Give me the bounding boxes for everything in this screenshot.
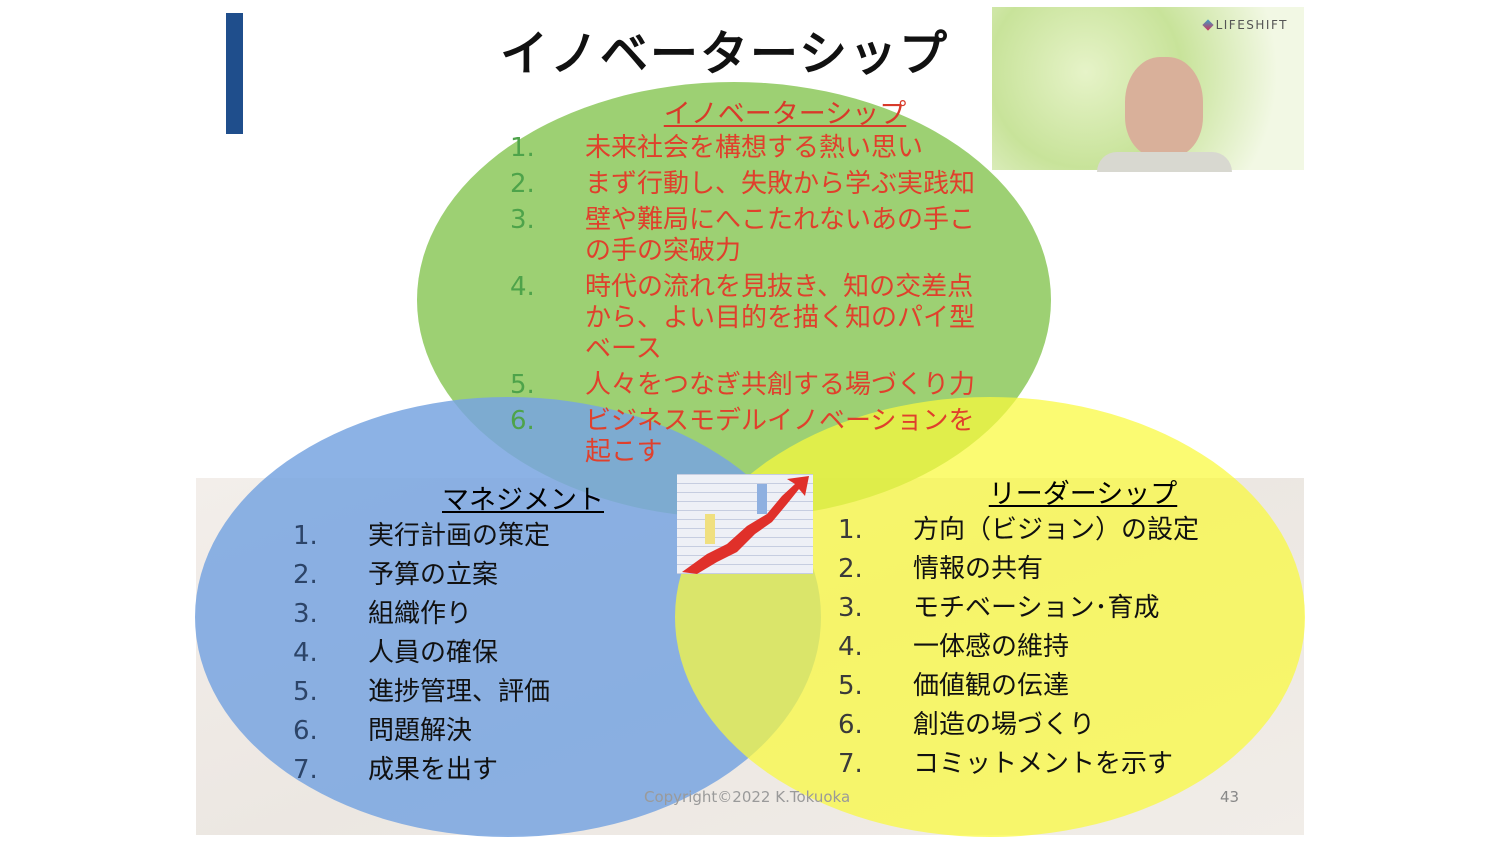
leadership-section: リーダーシップ 1. 方向（ビジョン）の設定 2. 情報の共有 3. モチベーション･育成… — [838, 472, 1328, 784]
stairs-arrow-illustration — [677, 474, 813, 574]
item-text: 実行計画の策定 — [368, 521, 551, 551]
item-number: 5. — [293, 677, 318, 707]
item-number: 6. — [510, 406, 535, 436]
item-text: まず行動し、失敗から学ぶ実践知 — [585, 169, 976, 199]
item-number: 4. — [838, 632, 863, 662]
item-number: 4. — [510, 272, 535, 302]
item-text: 成果を出す — [368, 755, 499, 785]
speaker-face — [1125, 57, 1203, 157]
list-item: 5. 人々をつなぎ共創する場づくり力 — [510, 370, 980, 401]
item-number: 3. — [510, 205, 535, 235]
item-text: 一体感の維持 — [913, 632, 1070, 662]
leadership-heading: リーダーシップ — [988, 479, 1178, 510]
speaker-body — [1097, 152, 1232, 172]
innovatorship-heading: イノベーターシップ — [663, 99, 907, 130]
list-item: 4. 時代の流れを見抜き、知の交差点から、よい目的を描く知のパイ型ベース — [510, 272, 980, 365]
item-text: 価値観の伝達 — [913, 671, 1070, 701]
list-item: 7. 成果を出す — [293, 751, 753, 790]
item-number: 2. — [510, 169, 535, 199]
list-item: 4. 一体感の維持 — [838, 628, 1328, 667]
management-heading: マネジメント — [442, 485, 604, 516]
item-text: 壁や難局にへこたれないあの手この手の突破力 — [585, 205, 976, 266]
list-item: 2. 情報の共有 — [838, 550, 1328, 589]
list-item: 1. 実行計画の策定 — [293, 517, 753, 556]
list-item: 5. 価値観の伝達 — [838, 667, 1328, 706]
item-number: 1. — [293, 521, 318, 551]
list-item: 3. 組織作り — [293, 595, 753, 634]
item-text: 方向（ビジョン）の設定 — [913, 515, 1200, 545]
list-item: 2. まず行動し、失敗から学ぶ実践知 — [510, 169, 980, 200]
item-number: 2. — [838, 554, 863, 584]
item-number: 5. — [838, 671, 863, 701]
item-number: 3. — [293, 599, 318, 629]
list-item: 2. 予算の立案 — [293, 556, 753, 595]
item-text: 情報の共有 — [913, 554, 1044, 584]
item-text: ビジネスモデルイノベーションを起こす — [585, 406, 975, 467]
list-item: 6. ビジネスモデルイノベーションを起こす — [510, 406, 980, 468]
list-item: 1. 方向（ビジョン）の設定 — [838, 511, 1328, 550]
list-item: 6. 創造の場づくり — [838, 706, 1328, 745]
item-number: 3. — [838, 593, 863, 623]
item-number: 1. — [510, 133, 535, 163]
list-item: 3. 壁や難局にへこたれないあの手この手の突破力 — [510, 205, 980, 267]
item-text: 創造の場づくり — [913, 710, 1096, 740]
lifeshift-logo: LIFESHIFT — [1201, 18, 1288, 32]
list-item: 3. モチベーション･育成 — [838, 589, 1328, 628]
item-number: 1. — [838, 515, 863, 545]
leadership-circle — [675, 397, 1305, 837]
item-text: 未来社会を構想する熱い思い — [585, 133, 924, 163]
item-text: モチベーション･育成 — [913, 593, 1160, 623]
page-number: 43 — [1220, 788, 1240, 806]
item-text: 進捗管理、評価 — [368, 677, 551, 707]
lifeshift-logo-icon — [1201, 19, 1214, 31]
item-text: 予算の立案 — [368, 560, 499, 590]
management-section: マネジメント 1. 実行計画の策定 2. 予算の立案 3. 組織作り 4. 人員の確保 5. 進捗… — [293, 478, 753, 790]
list-item: 5. 進捗管理、評価 — [293, 673, 753, 712]
item-number: 4. — [293, 638, 318, 668]
innovatorship-section: イノベーターシップ 1. 未来社会を構想する熱い思い 2. まず行動し、失敗から学ぶ実… — [510, 92, 980, 473]
item-number: 7. — [293, 755, 318, 785]
speaker-video: LIFESHIFT — [992, 7, 1304, 172]
item-text: 組織作り — [368, 599, 473, 629]
list-item: 1. 未来社会を構想する熱い思い — [510, 133, 980, 164]
item-number: 6. — [293, 716, 318, 746]
item-number: 5. — [510, 370, 535, 400]
item-text: コミットメントを示す — [913, 749, 1174, 779]
item-number: 6. — [838, 710, 863, 740]
item-text: 人員の確保 — [368, 638, 499, 668]
accent-bar — [226, 13, 243, 134]
logo-text: LIFESHIFT — [1215, 18, 1288, 32]
list-item: 7. コミットメントを示す — [838, 745, 1328, 784]
item-text: 時代の流れを見抜き、知の交差点から、よい目的を描く知のパイ型ベース — [585, 272, 976, 364]
slide-title: イノベーターシップ — [500, 26, 950, 82]
list-item: 6. 問題解決 — [293, 712, 753, 751]
list-item: 4. 人員の確保 — [293, 634, 753, 673]
item-text: 人々をつなぎ共創する場づくり力 — [585, 370, 976, 400]
copyright: Copyright©2022 K.Tokuoka — [644, 788, 851, 806]
item-number: 2. — [293, 560, 318, 590]
item-number: 7. — [838, 749, 863, 779]
item-text: 問題解決 — [368, 716, 473, 746]
